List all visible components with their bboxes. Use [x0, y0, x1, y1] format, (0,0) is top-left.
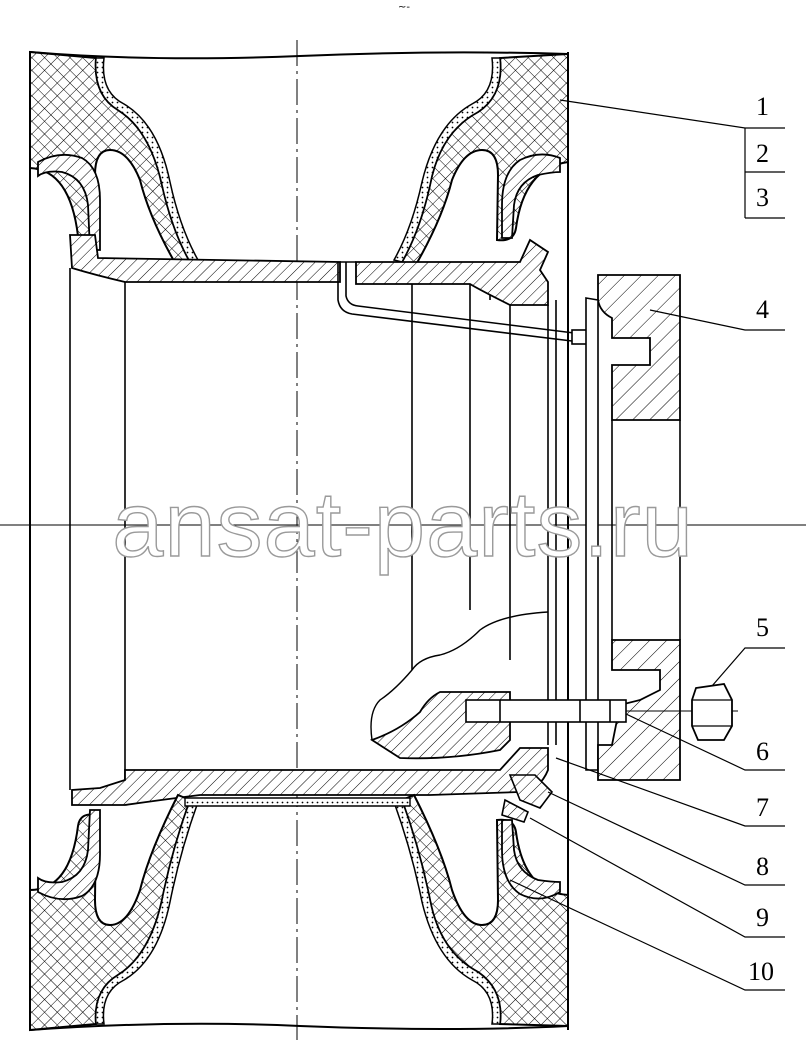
lock-ring	[501, 774, 554, 823]
tyre-outline	[29, 51, 569, 1031]
leader-lines	[509, 99, 785, 991]
callout-10: 10	[748, 957, 774, 986]
rim-upper-right	[355, 238, 550, 306]
rim-upper	[69, 234, 341, 283]
flange-upper	[37, 153, 561, 251]
callout-8: 8	[756, 852, 769, 881]
callout-2: 2	[756, 139, 769, 168]
tube-upper-right	[392, 57, 502, 263]
callout-6: 6	[756, 737, 769, 766]
callout-4: 4	[756, 295, 769, 324]
watermark: ansat-parts.ru	[112, 474, 694, 576]
stud-bolt	[465, 699, 627, 723]
hub-upper	[597, 274, 681, 421]
wheel-disc	[69, 268, 557, 790]
callout-5: 5	[756, 613, 769, 642]
disc-break-line	[370, 611, 549, 741]
callout-1: 1	[756, 92, 769, 121]
wheel-nut	[691, 683, 733, 741]
callout-3: 3	[756, 183, 769, 212]
top-mark: ~-	[398, 2, 410, 13]
callout-7: 7	[756, 793, 769, 822]
callout-9: 9	[756, 903, 769, 932]
flange-lower	[37, 809, 561, 901]
rim-lower	[71, 747, 549, 806]
hub-lower	[597, 639, 681, 781]
tube-lower-base	[184, 797, 411, 807]
